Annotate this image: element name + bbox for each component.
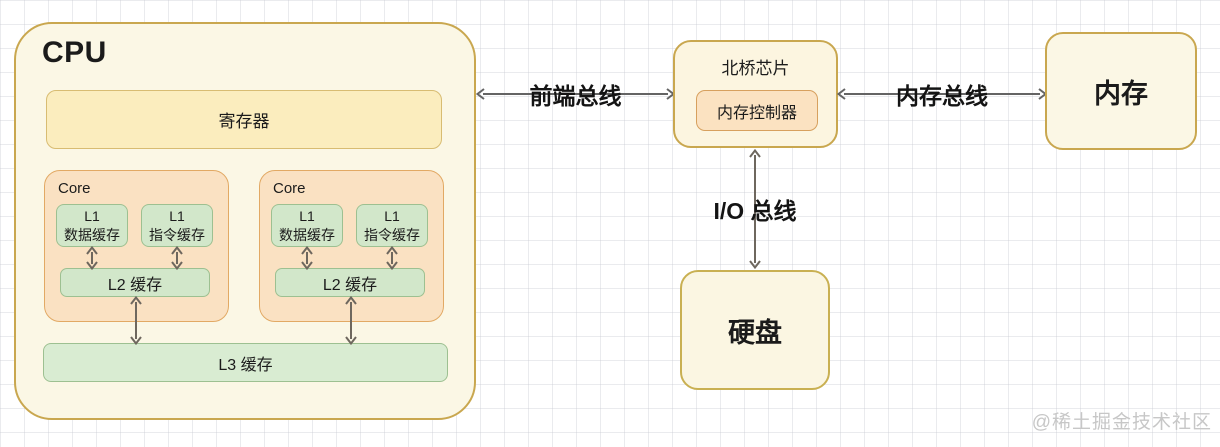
l2-l3-arrow: [344, 296, 358, 345]
arrow-head-down-icon: [344, 336, 358, 345]
arrow-head-down-icon: [129, 336, 143, 345]
l1-instruction-cache-line2: 指令缓存: [364, 226, 420, 243]
arrow-head-left-icon: [837, 87, 846, 101]
l1-instr-l2-arrow: [385, 246, 399, 270]
front-side-bus-arrow: 前端总线: [476, 80, 675, 109]
l1-data-cache-line1: L1: [84, 208, 100, 225]
core-label: Core: [58, 180, 91, 197]
l2-l3-arrow: [129, 296, 143, 345]
arrow-head-down-icon: [748, 260, 762, 269]
memory-label: 内存: [1094, 78, 1148, 109]
l1-instruction-cache-box: L1 指令缓存: [141, 204, 213, 247]
memory-box: 内存: [1045, 32, 1197, 150]
l1-instruction-cache-line1: L1: [384, 208, 400, 225]
core-box: Core L1 数据缓存 L1 指令缓存 L2 缓存: [259, 170, 444, 322]
io-bus-arrow: I/O 总线: [694, 149, 816, 269]
core-box: Core L1 数据缓存 L1 指令缓存 L2 缓存: [44, 170, 229, 322]
front-side-bus-label: 前端总线: [529, 83, 622, 109]
l2-cache-box: L2 缓存: [275, 268, 425, 297]
cpu-box: CPU 寄存器 Core L1 数据缓存 L1 指令缓存 L2 缓存: [14, 22, 476, 420]
register-box: 寄存器: [46, 90, 442, 149]
arrow-head-up-icon: [748, 149, 762, 158]
northbridge-title: 北桥芯片: [721, 59, 790, 78]
cpu-title: CPU: [42, 36, 107, 69]
arrow-head-down-icon: [85, 261, 99, 270]
arrow-head-down-icon: [170, 261, 184, 270]
l1-data-cache-line1: L1: [299, 208, 315, 225]
arrow-head-left-icon: [476, 87, 485, 101]
arrow-head-up-icon: [344, 296, 358, 305]
arrow-head-up-icon: [385, 246, 399, 255]
arrow-head-up-icon: [129, 296, 143, 305]
memory-bus-arrow: 内存总线: [837, 80, 1047, 109]
l3-cache-box: L3 缓存: [43, 343, 448, 382]
core-label: Core: [273, 180, 306, 197]
l1-instruction-cache-line1: L1: [169, 208, 185, 225]
l1-data-cache-line2: 数据缓存: [279, 226, 335, 243]
memory-bus-label: 内存总线: [896, 83, 988, 109]
arrow-head-up-icon: [85, 246, 99, 255]
l2-cache-box: L2 缓存: [60, 268, 210, 297]
l1-data-l2-arrow: [300, 246, 314, 270]
l1-data-cache-box: L1 数据缓存: [271, 204, 343, 247]
l1-data-cache-box: L1 数据缓存: [56, 204, 128, 247]
l1-data-l2-arrow: [85, 246, 99, 270]
memory-controller-box: 内存控制器: [696, 90, 818, 131]
l1-instr-l2-arrow: [170, 246, 184, 270]
arrow-head-down-icon: [385, 261, 399, 270]
io-bus-label: I/O 总线: [713, 198, 797, 224]
watermark: @稀土掘金技术社区: [1031, 412, 1212, 433]
disk-box: 硬盘: [680, 270, 830, 390]
disk-label: 硬盘: [728, 317, 782, 348]
l1-instruction-cache-box: L1 指令缓存: [356, 204, 428, 247]
l1-instruction-cache-line2: 指令缓存: [149, 226, 205, 243]
northbridge-box: 北桥芯片 内存控制器: [673, 40, 838, 148]
l1-data-cache-line2: 数据缓存: [64, 226, 120, 243]
arrow-head-up-icon: [170, 246, 184, 255]
arrow-head-up-icon: [300, 246, 314, 255]
arrow-head-down-icon: [300, 261, 314, 270]
